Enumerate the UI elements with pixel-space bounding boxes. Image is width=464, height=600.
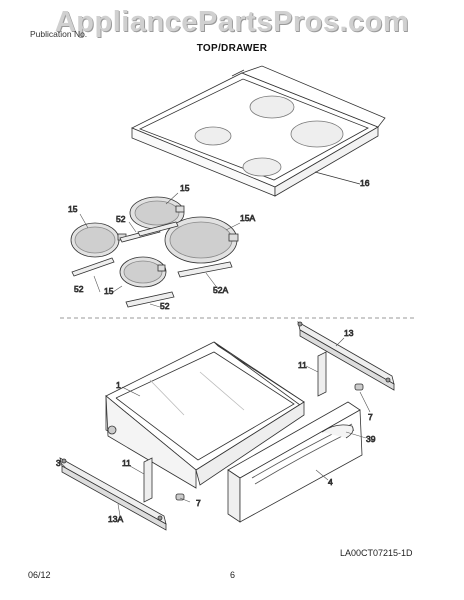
element-brackets-52 bbox=[71, 221, 233, 308]
diagram-code: LA00CT07215-1D bbox=[340, 548, 413, 558]
drawer-body-1 bbox=[105, 341, 305, 489]
drawer-front-4 bbox=[227, 401, 363, 523]
callout-15-left: 15 bbox=[68, 204, 78, 214]
rail-bracket-11-rear bbox=[317, 351, 327, 397]
drawer-rail-13A bbox=[59, 457, 167, 531]
callout-4: 4 bbox=[328, 477, 333, 487]
surface-element-15-left bbox=[70, 222, 127, 258]
callout-1: 1 bbox=[116, 380, 121, 390]
callout-13A: 13A bbox=[108, 514, 123, 524]
surface-element-15A bbox=[164, 216, 239, 264]
callout-11-rear: 11 bbox=[298, 360, 307, 370]
footer-page-number: 6 bbox=[230, 570, 236, 580]
surface-element-15-rear bbox=[129, 196, 185, 230]
surface-element-15-front bbox=[119, 256, 167, 288]
publication-label: Publication No. bbox=[30, 29, 88, 39]
drawer-handle-39 bbox=[321, 424, 354, 439]
callout-15-front: 15 bbox=[104, 286, 114, 296]
leader-lines-bottom bbox=[59, 337, 371, 517]
callout-52A: 52A bbox=[213, 285, 228, 295]
callout-15-rear: 15 bbox=[180, 183, 190, 193]
callout-16: 16 bbox=[360, 178, 370, 188]
roller-7-rear bbox=[354, 383, 364, 391]
cooktop-top-16 bbox=[131, 65, 386, 197]
drawer-rail-13 bbox=[297, 321, 395, 391]
callout-52-left: 52 bbox=[74, 284, 84, 294]
callout-39: 39 bbox=[366, 434, 376, 444]
callout-3: 3 bbox=[56, 458, 61, 468]
rail-bracket-11-front bbox=[143, 457, 153, 503]
callout-52-front: 52 bbox=[160, 301, 170, 311]
footer-date: 06/12 bbox=[28, 570, 51, 580]
callout-7-rear: 7 bbox=[368, 412, 373, 422]
callout-7-front: 7 bbox=[196, 498, 201, 508]
callout-11-front: 11 bbox=[122, 458, 131, 468]
callout-52-rear: 52 bbox=[116, 214, 126, 224]
leader-lines-top bbox=[79, 192, 241, 308]
watermark: AppliancePartsPros.com bbox=[54, 6, 410, 38]
callout-15A: 15A bbox=[240, 213, 255, 223]
section-title: TOP/DRAWER bbox=[196, 43, 268, 54]
callout-13: 13 bbox=[344, 328, 354, 338]
